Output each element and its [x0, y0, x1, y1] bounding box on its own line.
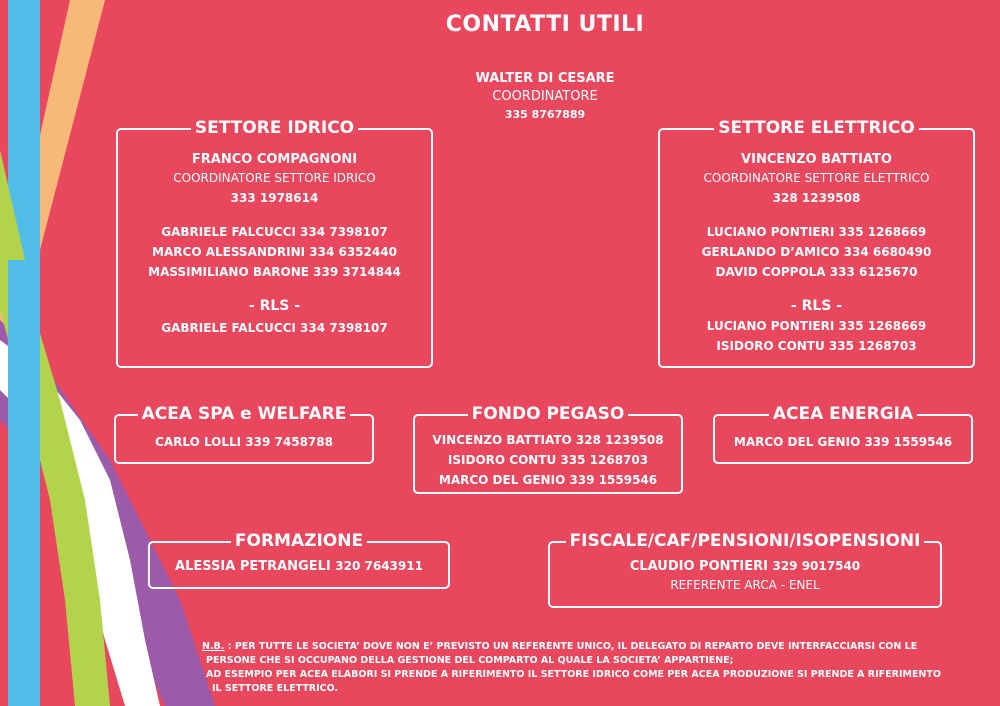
- elettrico-rls-contact: LUCIANO PONTIERI 335 1268669: [706, 319, 927, 333]
- footnote: N.B. : PER TUTTE LE SOCIETA’ DOVE NON E’…: [202, 640, 982, 696]
- footnote-line: : PER TUTTE LE SOCIETA’ DOVE NON E’ PREV…: [227, 641, 918, 652]
- elettrico-rls-contact: ISIDORO CONTU 335 1268703: [716, 339, 917, 353]
- fondo-pegaso-box: FONDO PEGASO VINCENZO BATTIATO 328 12395…: [413, 404, 683, 494]
- elettrico-heading: SETTORE ELETTRICO: [714, 118, 919, 138]
- page-title: CONTATTI UTILI: [445, 12, 645, 37]
- elettrico-contact: DAVID COPPOLA 333 6125670: [715, 265, 918, 279]
- idrico-box: SETTORE IDRICO FRANCO COMPAGNONI COORDIN…: [116, 118, 433, 368]
- fiscale-box: FISCALE/CAF/PENSIONI/ISOPENSIONI CLAUDIO…: [548, 531, 942, 608]
- acea-energia-contact: MARCO DEL GENIO 339 1559546: [733, 435, 953, 449]
- footnote-line: PERSONE CHE SI OCCUPANO DELLA GESTIONE D…: [206, 655, 734, 666]
- blue-ribbon: [8, 0, 40, 706]
- footnote-line: AD ESEMPIO PER ACEA ELABORI SI PRENDE A …: [206, 669, 941, 680]
- fondo-pegaso-contact: MARCO DEL GENIO 339 1559546: [438, 473, 658, 487]
- decorative-ribbons: [0, 0, 215, 706]
- fiscale-name: CLAUDIO PONTIERI: [629, 559, 768, 574]
- elettrico-lead-role: COORDINATORE SETTORE ELETTRICO: [703, 171, 930, 185]
- idrico-heading: SETTORE IDRICO: [190, 118, 359, 138]
- idrico-rls-label: - RLS -: [248, 298, 301, 314]
- acea-spa-box: ACEA SPA e WELFARE CARLO LOLLI 339 74587…: [114, 404, 374, 464]
- elettrico-contact: GERLANDO D’AMICO 334 6680490: [701, 245, 932, 259]
- coordinator-role: COORDINATORE: [492, 89, 598, 104]
- acea-energia-box: ACEA ENERGIA MARCO DEL GENIO 339 1559546: [713, 404, 973, 464]
- acea-energia-heading: ACEA ENERGIA: [768, 404, 918, 424]
- idrico-contact: MARCO ALESSANDRINI 334 6352440: [152, 245, 397, 259]
- idrico-lead-phone: 333 1978614: [230, 191, 319, 205]
- acea-spa-heading: ACEA SPA e WELFARE: [137, 404, 351, 424]
- formazione-box: FORMAZIONE ALESSIA PETRANGELI 320 764391…: [148, 531, 450, 589]
- footnote-label: N.B.: [202, 641, 225, 652]
- idrico-lead-role: COORDINATORE SETTORE IDRICO: [173, 171, 376, 185]
- idrico-rls-contact: GABRIELE FALCUCCI 334 7398107: [161, 321, 388, 335]
- formazione-heading: FORMAZIONE: [230, 531, 368, 551]
- green-ribbon-top: [0, 150, 25, 260]
- idrico-contact: GABRIELE FALCUCCI 334 7398107: [161, 225, 388, 239]
- footnote-line: IL SETTORE ELETTRICO.: [212, 683, 339, 694]
- fiscale-heading: FISCALE/CAF/PENSIONI/ISOPENSIONI: [565, 531, 925, 551]
- fondo-pegaso-contact: VINCENZO BATTIATO 328 1239508: [432, 433, 664, 447]
- idrico-lead-name: FRANCO COMPAGNONI: [191, 152, 358, 167]
- fondo-pegaso-contact: ISIDORO CONTU 335 1268703: [447, 453, 649, 467]
- fiscale-phone: 329 9017540: [772, 559, 861, 573]
- formazione-phone: 320 7643911: [335, 559, 423, 573]
- coordinator-phone: 335 8767889: [504, 108, 586, 121]
- elettrico-lead-phone: 328 1239508: [772, 191, 861, 205]
- elettrico-contact: LUCIANO PONTIERI 335 1268669: [706, 225, 927, 239]
- coordinator-name: WALTER DI CESARE: [475, 71, 615, 86]
- coordinator-block: WALTER DI CESARE COORDINATORE 335 876788…: [420, 70, 670, 124]
- elettrico-rls-label: - RLS -: [790, 298, 843, 314]
- idrico-contact: MASSIMILIANO BARONE 339 3714844: [148, 265, 401, 279]
- elettrico-box: SETTORE ELETTRICO VINCENZO BATTIATO COOR…: [658, 118, 975, 368]
- fiscale-role: REFERENTE ARCA - ENEL: [670, 578, 820, 592]
- acea-spa-contact: CARLO LOLLI 339 7458788: [155, 435, 333, 449]
- formazione-name: ALESSIA PETRANGELI: [175, 559, 331, 574]
- fondo-pegaso-heading: FONDO PEGASO: [467, 404, 629, 424]
- elettrico-lead-name: VINCENZO BATTIATO: [741, 152, 892, 167]
